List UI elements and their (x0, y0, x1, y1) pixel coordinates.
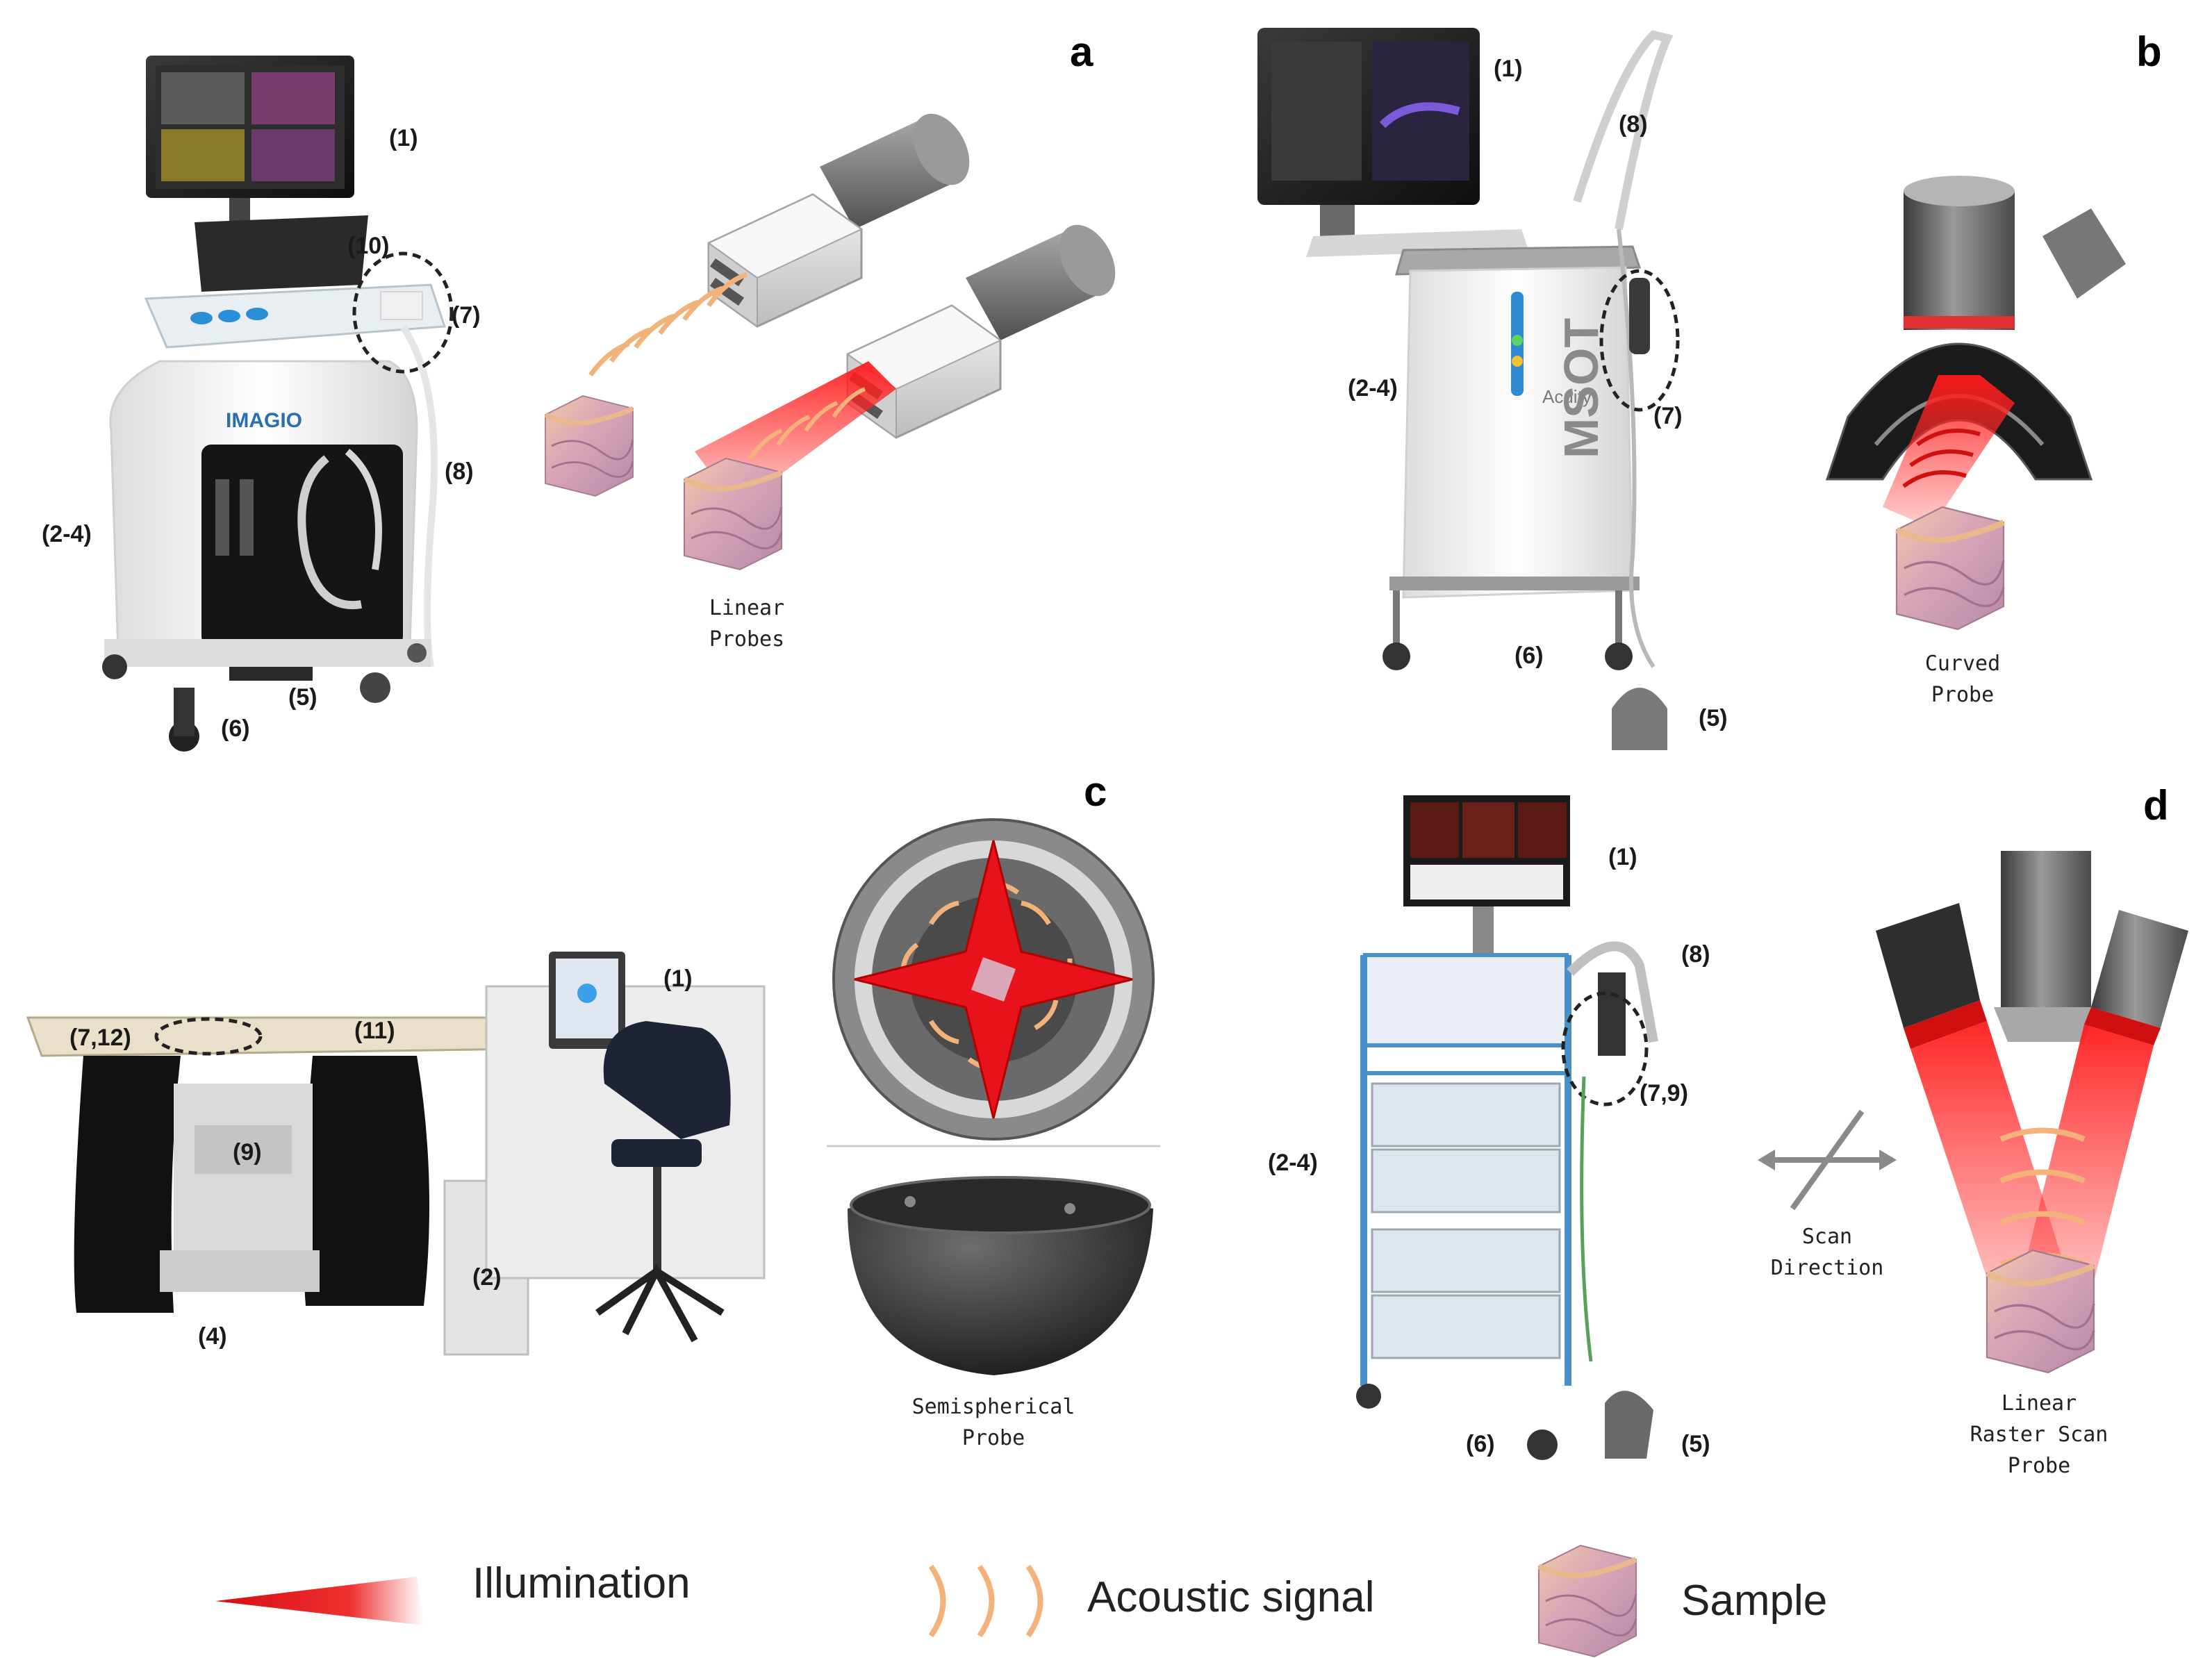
label-b-8: (8) (1619, 111, 1648, 138)
tissue-sample-a1 (545, 396, 633, 496)
foot-pedal-d (1605, 1391, 1653, 1459)
panel-d-letter: d (2143, 782, 2169, 829)
caption-d-line1: Linear (2001, 1391, 2077, 1416)
inner-frame (174, 1084, 313, 1278)
panel-a-letter: a (1070, 28, 1093, 75)
label-d-8: (8) (1681, 941, 1710, 968)
brand-acuity: Acuity (1542, 386, 1592, 407)
label-a-6: (6) (221, 715, 250, 742)
label-a-1: (1) (389, 125, 418, 151)
panel-c-letter: c (1084, 768, 1107, 815)
panel-a: a IMAGIO (42, 28, 1116, 752)
rack-system (1356, 795, 1658, 1460)
semisphere-bowl (848, 1191, 1153, 1375)
caption-c-line2: Probe (962, 1426, 1025, 1450)
caption-b-line1: Curved (1925, 652, 2000, 676)
curtain-right (303, 1056, 429, 1306)
laser-beam-d-right (2015, 1025, 2154, 1320)
label-b-6: (6) (1514, 643, 1544, 669)
tissue-sample-d (1987, 1250, 2094, 1373)
center-probe (2001, 851, 2091, 1007)
caption-a-line1: Linear (709, 596, 784, 620)
table-system (26, 952, 766, 1356)
label-d-1: (1) (1608, 844, 1637, 870)
curved-probe-illustration: Curved Probe (1825, 176, 2126, 707)
legend: Illumination Acoustic signal Sample (215, 1545, 1827, 1657)
label-b-1: (1) (1494, 56, 1523, 82)
acoustic-waves-a (588, 272, 748, 377)
foot-pedal-b (1612, 688, 1667, 750)
legend-sample-label: Sample (1681, 1577, 1827, 1625)
touch-panel (195, 215, 368, 292)
brand-msot: MSOT (1554, 318, 1608, 458)
legend-illumination-label: Illumination (472, 1559, 691, 1607)
label-c-4: (4) (198, 1323, 227, 1350)
legend-acoustic-label: Acoustic signal (1087, 1573, 1375, 1621)
label-c-1: (1) (663, 965, 693, 992)
label-c-2: (2) (472, 1264, 502, 1291)
label-b-2-4: (2-4) (1348, 375, 1398, 401)
scan-label-line1: Scan (1802, 1225, 1852, 1249)
panel-b: b Acuity MSOT (1) (1257, 28, 2162, 750)
scan-label-line2: Direction (1771, 1256, 1884, 1280)
office-chair (603, 1021, 731, 1139)
caption-a-line2: Probes (709, 627, 784, 652)
label-c-11: (11) (354, 1018, 395, 1044)
semispherical-probe-illustration: Semispherical Probe (827, 818, 1160, 1450)
legend-illumination-icon (215, 1577, 424, 1625)
caption-b-line2: Probe (1931, 683, 1994, 707)
label-a-8: (8) (445, 458, 474, 485)
panel-c: c (1) (7,12) (11) (9) (2) (4) (26, 768, 1160, 1450)
curtain-left (74, 1056, 181, 1313)
caption-d-line3: Probe (2008, 1454, 2070, 1478)
articulated-arm (1598, 972, 1626, 1056)
label-a-2-4: (2-4) (42, 521, 92, 547)
probe-highlight-circle (352, 251, 454, 374)
tissue-sample-a2 (684, 458, 782, 570)
label-d-6: (6) (1466, 1431, 1495, 1457)
panel-c-labels: (1) (7,12) (11) (9) (2) (4) (69, 965, 693, 1350)
probe-highlight-circle-b (1599, 269, 1680, 412)
left-fiber (1876, 903, 1980, 1028)
caption-d-line2: Raster Scan (1970, 1423, 2108, 1447)
tissue-sample-b (1897, 507, 2004, 629)
label-c-9: (9) (233, 1139, 262, 1166)
panel-a-labels: (1) (10) (7) (8) (2-4) (5) (6) (42, 125, 481, 742)
label-d-2-4: (2-4) (1268, 1150, 1318, 1176)
scan-direction-indicator: Scan Direction (1758, 1109, 1897, 1280)
imagio-system: IMAGIO (102, 56, 454, 752)
label-c-7-12: (7,12) (69, 1025, 131, 1051)
label-b-7: (7) (1653, 403, 1683, 429)
label-d-7-9: (7,9) (1640, 1080, 1688, 1106)
rack-top (1363, 953, 1569, 1047)
right-fiber (2091, 910, 2188, 1028)
caption-c-line1: Semispherical (912, 1395, 1075, 1419)
panel-d-labels: (1) (8) (7,9) (2-4) (6) (5) (1268, 844, 1710, 1457)
curved-probe-cylinder (1904, 191, 2015, 330)
scan-window-circle (154, 1017, 263, 1056)
label-b-5: (5) (1699, 705, 1728, 731)
probe-highlight-circle-d (1561, 991, 1649, 1106)
panel-b-labels: (1) (8) (2-4) (7) (6) (5) (1348, 56, 1728, 731)
label-a-10: (10) (347, 233, 389, 259)
panel-d: d (1) (8) (7,9) (1268, 782, 2188, 1478)
panel-b-letter: b (2136, 28, 2162, 75)
linear-probes-illustration: Linear Probes (545, 113, 1116, 652)
label-d-5: (5) (1681, 1431, 1710, 1457)
control-console (144, 283, 447, 349)
brand-imagio: IMAGIO (226, 409, 302, 432)
legend-sample-icon (1539, 1545, 1636, 1657)
raster-scan-probe-illustration: Linear Raster Scan Probe (1876, 851, 2188, 1478)
acuity-system: Acuity MSOT (1257, 28, 1680, 750)
legend-acoustic-icon (928, 1564, 1043, 1638)
label-a-5: (5) (288, 684, 317, 711)
label-a-7: (7) (452, 302, 481, 329)
